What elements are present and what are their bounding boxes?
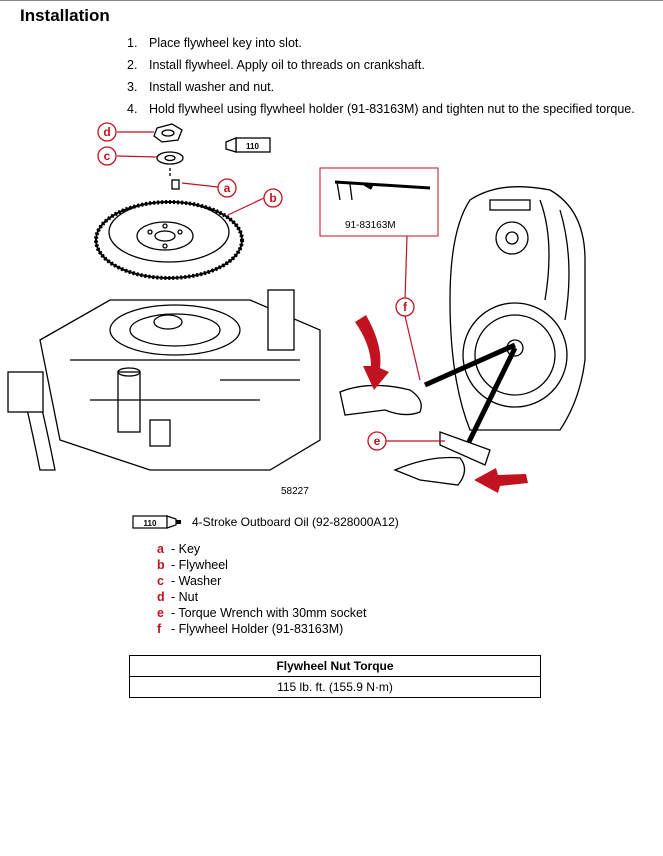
arrow-left-icon — [474, 468, 528, 493]
arrow-down-icon — [355, 315, 389, 390]
oil-tube-drawing — [225, 137, 271, 153]
callout-legend: a- Key b- Flywheel c- Washer d- Nut e- T… — [157, 541, 366, 637]
tool-part-number: 91-83163M — [345, 220, 396, 231]
holder-bar-drawing — [423, 342, 517, 388]
installation-illustration: d c a b f e 91-83163M 110 — [7, 122, 586, 493]
callout-a — [217, 178, 237, 198]
callout-a-label: a — [224, 181, 231, 195]
washer-drawing — [156, 151, 184, 165]
nut-drawing — [153, 123, 183, 143]
step-item: 1.Place flywheel key into slot. — [127, 36, 302, 50]
oil-tube-icon: 110 — [132, 515, 181, 529]
figure-number: 58227 — [281, 486, 309, 497]
hand-right-drawing — [393, 456, 466, 486]
page-title: Installation — [20, 6, 110, 25]
tool-inset — [319, 167, 439, 237]
callout-c — [97, 146, 117, 166]
callout-d — [97, 122, 117, 142]
key-drawing — [171, 179, 180, 190]
callout-b-label: b — [269, 191, 276, 205]
tube-code: 110 — [246, 142, 259, 151]
engine-block-drawing — [7, 289, 321, 471]
callout-d-label: d — [103, 125, 110, 139]
legend-item: c- Washer — [157, 574, 222, 588]
svg-text:110: 110 — [144, 519, 157, 528]
step-item: 2.Install flywheel. Apply oil to threads… — [127, 58, 425, 72]
top-rule — [0, 0, 663, 1]
callout-f — [395, 297, 415, 317]
legend-item: a- Key — [157, 542, 201, 556]
lubricant-text: 4-Stroke Outboard Oil (92-828000A12) — [192, 515, 399, 529]
callout-e-label: e — [374, 434, 381, 448]
legend-item: e- Torque Wrench with 30mm socket — [157, 606, 367, 620]
flywheel-drawing — [94, 200, 244, 280]
step-item: 3.Install washer and nut. — [127, 80, 275, 94]
callout-b — [263, 188, 283, 208]
torque-table-value: 115 lb. ft. (155.9 N·m) — [129, 676, 541, 698]
legend-item: d- Nut — [157, 590, 199, 604]
legend-item: b- Flywheel — [157, 558, 228, 572]
torque-table-header: Flywheel Nut Torque — [129, 655, 541, 677]
torque-table: Flywheel Nut Torque 115 lb. ft. (155.9 N… — [129, 655, 541, 698]
engine-right-drawing — [449, 186, 586, 431]
legend-item: f- Flywheel Holder (91-83163M) — [157, 622, 344, 636]
hand-left-drawing — [339, 384, 422, 416]
callout-c-label: c — [104, 149, 111, 163]
lubricant-note: 110 4-Stroke Outboard Oil (92-828000A12) — [132, 515, 399, 529]
step-item: 4.Hold flywheel using flywheel holder (9… — [127, 102, 635, 116]
installation-steps: 1.Place flywheel key into slot. 2.Instal… — [127, 32, 635, 120]
callout-e — [367, 431, 387, 451]
callout-f-label: f — [403, 300, 408, 314]
